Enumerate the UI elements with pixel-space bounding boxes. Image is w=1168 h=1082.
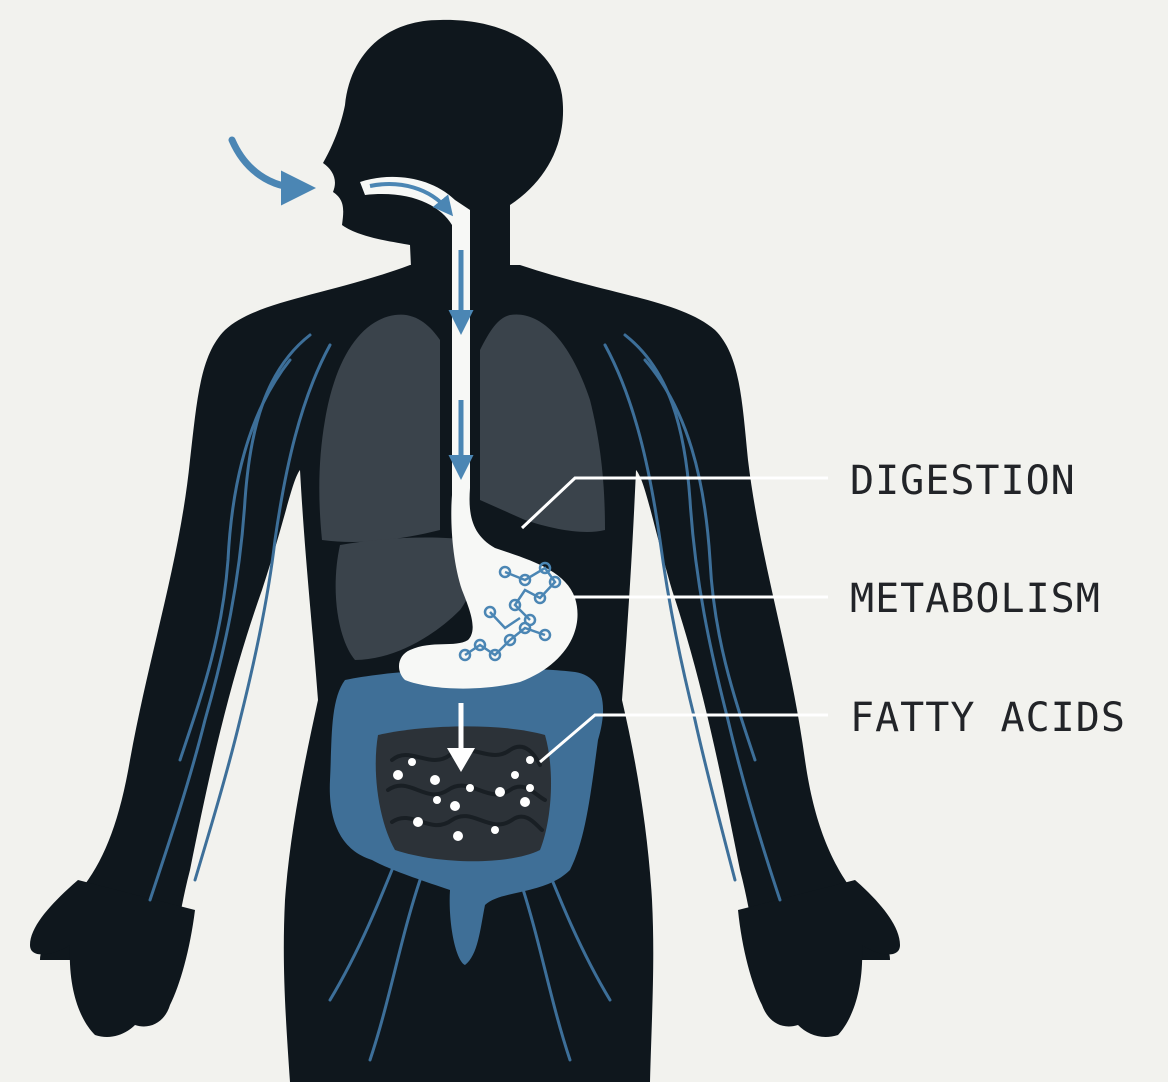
fatty-acids-label: FATTY ACIDS — [850, 695, 1126, 741]
digestion-label: DIGESTION — [850, 458, 1076, 504]
mouth-intake-arrow — [232, 140, 302, 188]
callout-metabolism: METABOLISM — [572, 576, 1101, 622]
head — [323, 20, 563, 290]
metabolism-label: METABOLISM — [850, 576, 1101, 622]
